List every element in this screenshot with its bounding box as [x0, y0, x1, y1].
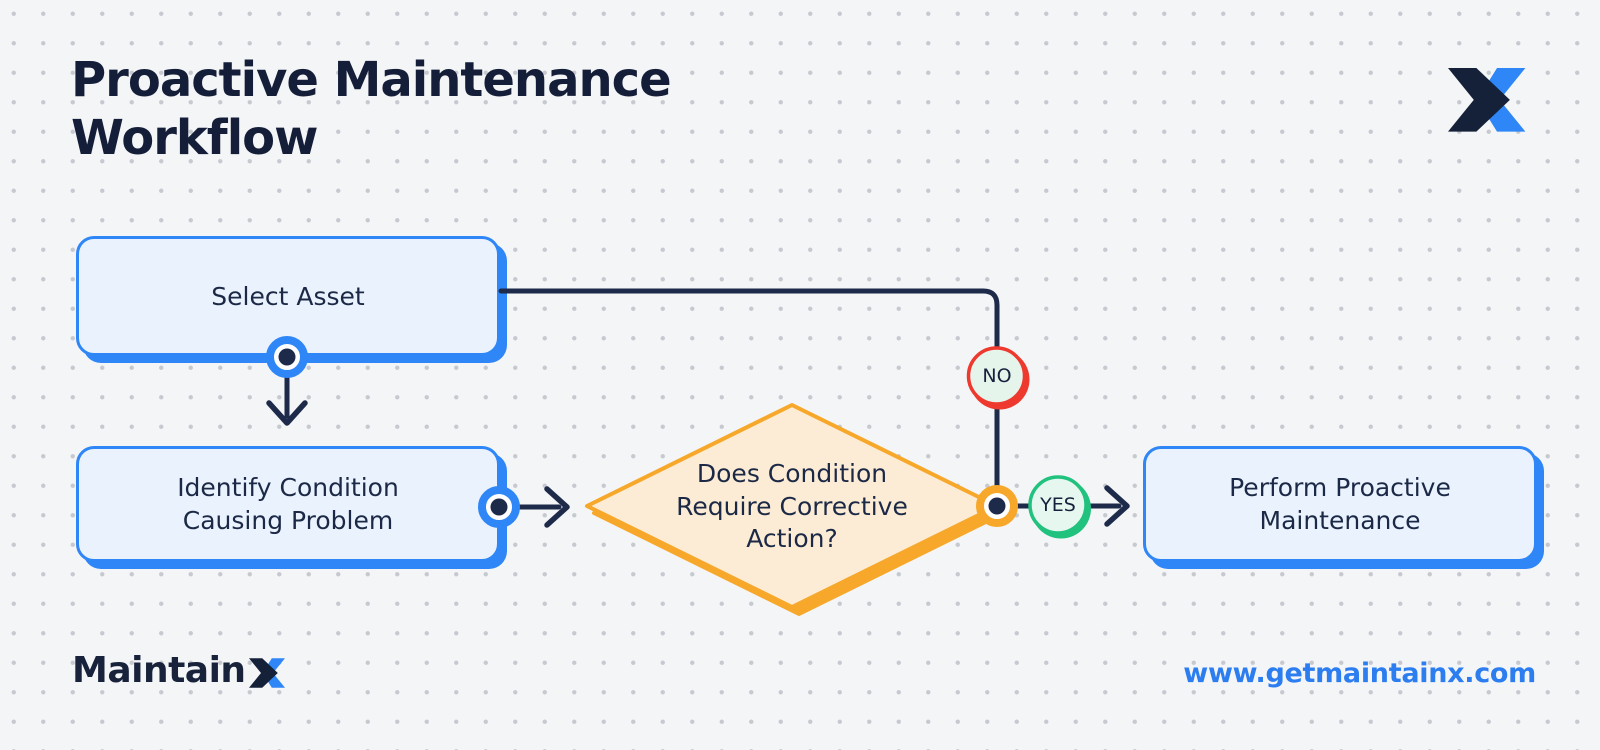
arrow-select-to-identify-head: [266, 400, 308, 426]
connection-point-decision-right-dot: [988, 497, 1006, 515]
select-asset-label: Select Asset: [211, 281, 365, 311]
flow-node-identify-condition: Identify Condition Causing Problem: [76, 446, 500, 562]
decision-label: Does Condition Require Corrective Action…: [642, 458, 942, 556]
decision-label-line-3: Action?: [746, 524, 838, 553]
yes-badge-circle: [1028, 475, 1088, 535]
arrow-identify-to-decision-head: [544, 486, 570, 528]
wordmark-x-navy-chevron: [248, 657, 278, 688]
arrow-yes-head: [1104, 485, 1130, 527]
connection-point-select-bottom-dot: [278, 348, 296, 366]
perform-maintenance-label-line-2: Maintenance: [1259, 506, 1421, 535]
maintainx-wordmark-text: Maintain: [72, 650, 246, 691]
identify-condition-label-line-1: Identify Condition: [177, 473, 399, 502]
page-title-line-1: Proactive Maintenance: [71, 52, 672, 108]
perform-maintenance-label-line-1: Perform Proactive: [1229, 473, 1451, 502]
x-logo-svg: [1448, 68, 1526, 132]
maintainx-x-logo-icon: [1448, 68, 1534, 132]
flow-node-perform-maintenance: Perform Proactive Maintenance: [1143, 446, 1537, 562]
x-logo-navy-chevron: [1448, 68, 1510, 132]
flow-node-select-asset: Select Asset: [76, 236, 500, 356]
maintainx-wordmark: Maintain: [72, 650, 289, 691]
website-url: www.getmaintainx.com: [1183, 658, 1536, 689]
maintainx-wordmark-x-icon: [248, 657, 285, 688]
page-title: Proactive Maintenance Workflow: [71, 52, 672, 167]
no-badge-label: NO: [982, 365, 1012, 387]
page-title-line-2: Workflow: [71, 109, 318, 166]
decision-label-line-1: Does Condition: [696, 459, 888, 488]
decision-label-line-2: Require Corrective: [676, 491, 908, 521]
no-badge-circle: [966, 346, 1027, 406]
connection-point-identify-right-dot: [490, 498, 508, 516]
yes-badge-label: YES: [1040, 494, 1076, 516]
connector-select-to-decision: [498, 288, 1000, 506]
identify-condition-label-line-2: Causing Problem: [182, 506, 394, 535]
